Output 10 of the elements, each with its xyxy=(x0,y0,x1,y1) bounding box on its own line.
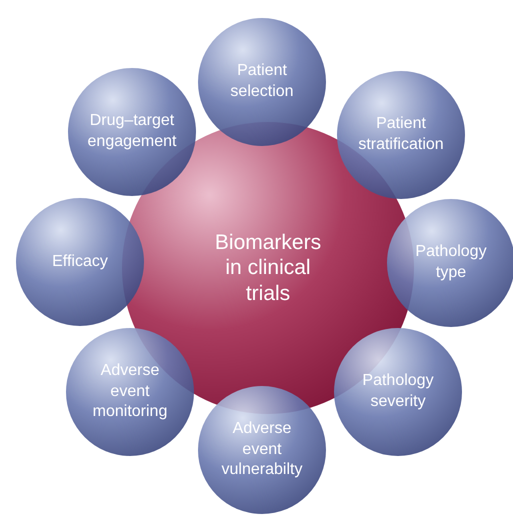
topic-circle xyxy=(387,199,513,327)
circle-label: Efficacy xyxy=(52,252,108,272)
circle-label: Pathology type xyxy=(414,242,488,283)
circle-label: Pathology severity xyxy=(361,371,435,412)
circle-label: Adverse event vulnerabilty xyxy=(220,418,304,480)
circle-label: Adverse event monitoring xyxy=(92,360,168,422)
circle-label: Patient stratification xyxy=(357,114,445,155)
circle-label: Biomarkers in clinical trials xyxy=(214,230,322,306)
circle-label: Drug–target engagement xyxy=(86,111,178,152)
circle-label: Patient selection xyxy=(229,61,295,102)
